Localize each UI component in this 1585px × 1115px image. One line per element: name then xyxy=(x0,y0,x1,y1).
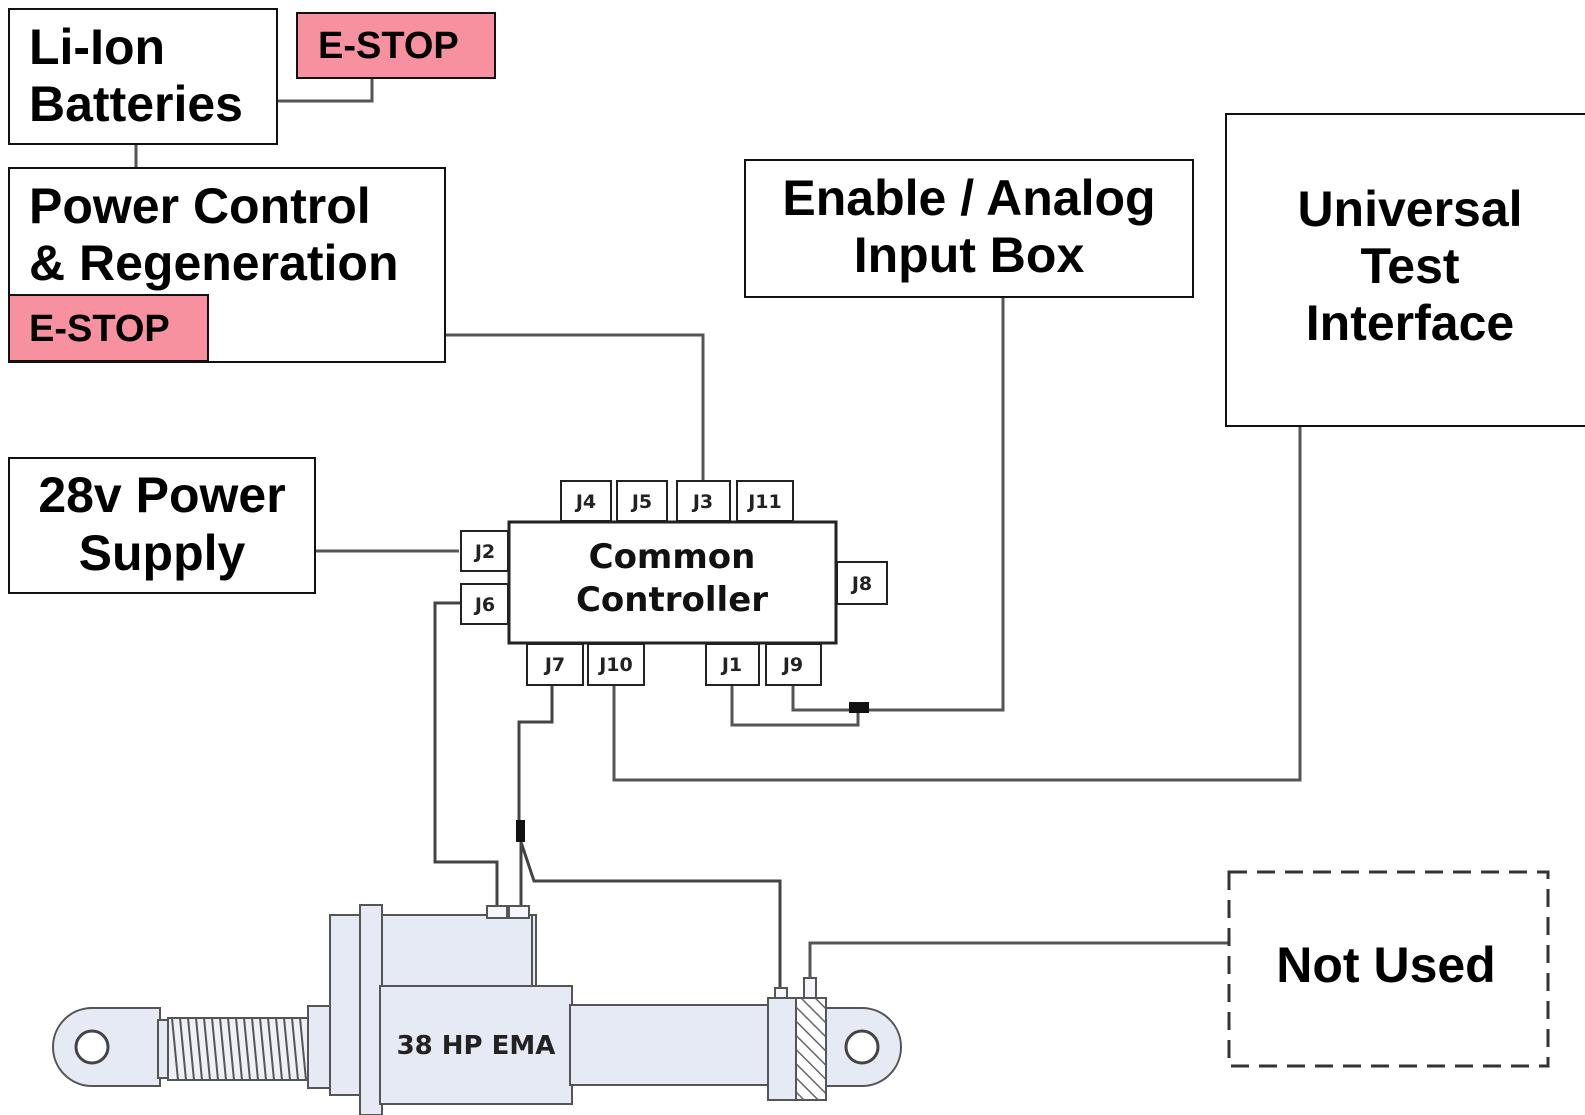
port-j3-label: J3 xyxy=(691,491,713,513)
li-ion-label-line1: Li-Ion xyxy=(29,19,165,75)
power-control-label-line2: & Regeneration xyxy=(29,235,399,291)
port-j9: J9 xyxy=(765,643,822,686)
wire-j10-to-test-interface xyxy=(612,426,1302,782)
power-supply-label-line2: Supply xyxy=(79,525,246,581)
port-j2-label: J2 xyxy=(473,541,495,563)
universal-test-interface-box: Universal Test Interface xyxy=(1225,113,1585,427)
sensor-connector-right xyxy=(803,977,817,999)
port-j5: J5 xyxy=(616,480,668,522)
wiring xyxy=(134,76,1302,988)
port-j3: J3 xyxy=(676,480,731,522)
power-supply-label-line1: 28v Power xyxy=(38,467,285,523)
port-j4-label: J4 xyxy=(574,491,596,513)
wire-inline-to-sensor xyxy=(519,841,782,988)
port-j9-label: J9 xyxy=(781,654,803,676)
wire-j9-to-splice xyxy=(791,685,858,712)
rod-collar xyxy=(157,1019,169,1079)
actuator-body xyxy=(379,985,573,1105)
estop-lower xyxy=(8,294,209,362)
wire-power-control-to-j3 xyxy=(445,333,705,481)
estop-lower-label: E-STOP xyxy=(29,308,170,350)
wire-j6-to-motor xyxy=(433,601,499,908)
front-flange xyxy=(307,1005,333,1089)
port-j10-label: J10 xyxy=(597,654,633,676)
splice-connector xyxy=(849,702,869,713)
right-eye-hole xyxy=(844,1029,880,1065)
left-eye-hole xyxy=(74,1029,110,1065)
motor-connector-left xyxy=(486,905,508,919)
power-control-box: Power Control & Regeneration E-STOP xyxy=(8,167,446,363)
wire-batteries-to-estop xyxy=(277,76,374,103)
controller-title-line1: Common xyxy=(589,537,756,577)
port-j2: J2 xyxy=(460,530,509,572)
port-j11: J11 xyxy=(736,480,794,522)
inline-connector xyxy=(516,820,525,842)
not-used-box: Not Used xyxy=(1227,870,1550,1068)
ema-actuator: 38 HP EMA xyxy=(52,904,902,1115)
li-ion-batteries-box: Li-Ion Batteries xyxy=(8,8,278,145)
enable-box-label-line1: Enable / Analog xyxy=(782,170,1155,226)
motor-connector-right xyxy=(508,905,530,919)
test-interface-label-line2: Test xyxy=(1360,238,1459,294)
port-j8: J8 xyxy=(836,561,888,605)
port-j4: J4 xyxy=(560,480,612,522)
ema-label: 38 HP EMA xyxy=(397,1031,556,1061)
wire-enable-box-to-j9 xyxy=(858,297,1005,712)
cylinder-tube xyxy=(569,1004,771,1086)
port-j8-label: J8 xyxy=(850,573,872,595)
port-j11-label: J11 xyxy=(746,491,782,513)
motor-cap xyxy=(381,914,533,988)
port-j1: J1 xyxy=(705,643,760,686)
wire-sensor-to-not-used xyxy=(808,941,1232,978)
common-controller: Common Controller J4 J5 J3 J11 J2 J6 J8 xyxy=(460,480,888,686)
power-supply-box: 28v Power Supply xyxy=(8,457,316,594)
wire-j7-to-motor xyxy=(517,685,554,820)
rear-collar xyxy=(767,997,799,1101)
wire-j1-to-splice xyxy=(730,685,860,727)
estop-top: E-STOP xyxy=(296,12,496,79)
not-used-label: Not Used xyxy=(1276,937,1495,993)
ball-screw xyxy=(167,1017,311,1081)
port-j10: J10 xyxy=(587,643,645,686)
controller-title-line2: Controller xyxy=(576,580,768,620)
port-j7: J7 xyxy=(526,643,584,686)
port-j6: J6 xyxy=(460,583,509,625)
hatched-sensor xyxy=(795,997,827,1101)
sensor-connector-left xyxy=(774,987,788,999)
enable-box-label-line2: Input Box xyxy=(854,227,1085,283)
port-j5-label: J5 xyxy=(630,491,652,513)
li-ion-label-line2: Batteries xyxy=(29,76,243,132)
port-j6-label: J6 xyxy=(473,594,495,616)
estop-top-label: E-STOP xyxy=(318,25,459,67)
port-j7-label: J7 xyxy=(543,654,565,676)
test-interface-label-line1: Universal xyxy=(1297,181,1522,237)
port-j1-label: J1 xyxy=(720,654,742,676)
enable-analog-input-box: Enable / Analog Input Box xyxy=(744,159,1194,298)
test-interface-label-line3: Interface xyxy=(1306,295,1514,351)
power-control-label-line1: Power Control xyxy=(29,178,371,234)
motor-mount-plate xyxy=(359,904,383,1115)
